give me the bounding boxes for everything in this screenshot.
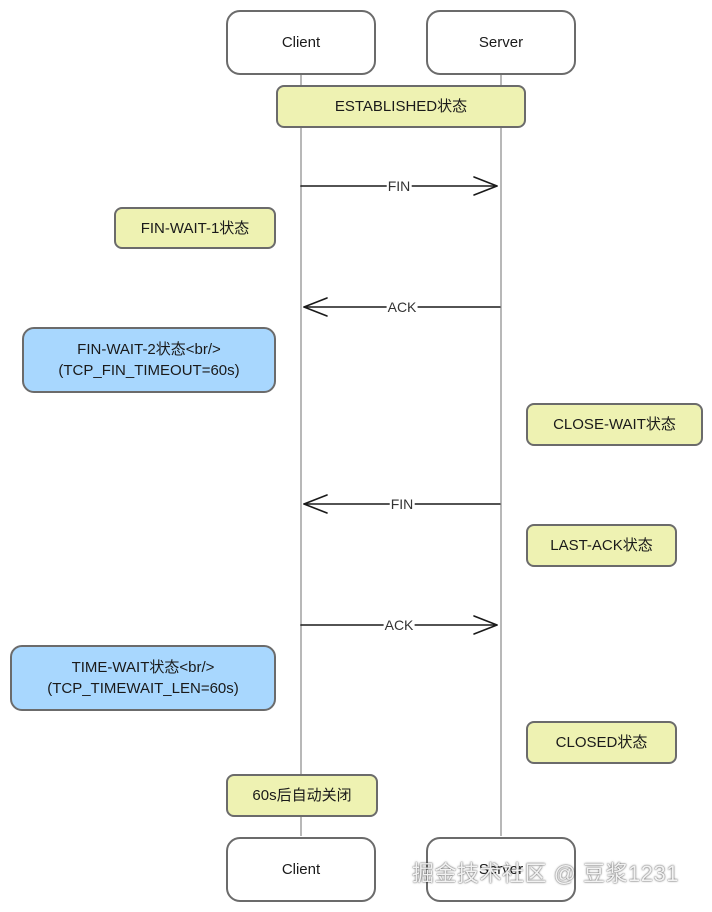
fin2-arrow-head xyxy=(303,494,328,514)
message-label-ack-1: ACK xyxy=(386,299,418,315)
established-state-note: ESTABLISHED状态 xyxy=(276,85,526,128)
client-lifeline xyxy=(300,74,302,836)
message-label-ack-2: ACK xyxy=(383,617,415,633)
last-ack-state-note: LAST-ACK状态 xyxy=(526,524,677,567)
server-actor-top: Server xyxy=(426,10,576,75)
fin-arrow-head xyxy=(473,176,498,196)
ack-arrow-head xyxy=(303,297,328,317)
auto-close-note: 60s后自动关闭 xyxy=(226,774,378,817)
message-label-fin-2: FIN xyxy=(389,496,415,512)
server-lifeline xyxy=(500,74,502,836)
watermark: 掘金技术社区 @ 豆浆1231 xyxy=(412,861,679,886)
fin-wait-2-state-note: FIN-WAIT-2状态<br/> (TCP_FIN_TIMEOUT=60s) xyxy=(22,327,276,393)
closed-state-note: CLOSED状态 xyxy=(526,721,677,764)
message-label-fin-1: FIN xyxy=(386,178,412,194)
fin-wait-1-state-note: FIN-WAIT-1状态 xyxy=(114,207,276,249)
client-actor-bottom: Client xyxy=(226,837,376,902)
close-wait-state-note: CLOSE-WAIT状态 xyxy=(526,403,703,446)
server-actor-bottom: Server xyxy=(426,837,576,902)
ack2-arrow-head xyxy=(473,615,498,635)
time-wait-state-note: TIME-WAIT状态<br/> (TCP_TIMEWAIT_LEN=60s) xyxy=(10,645,276,711)
client-actor-top: Client xyxy=(226,10,376,75)
